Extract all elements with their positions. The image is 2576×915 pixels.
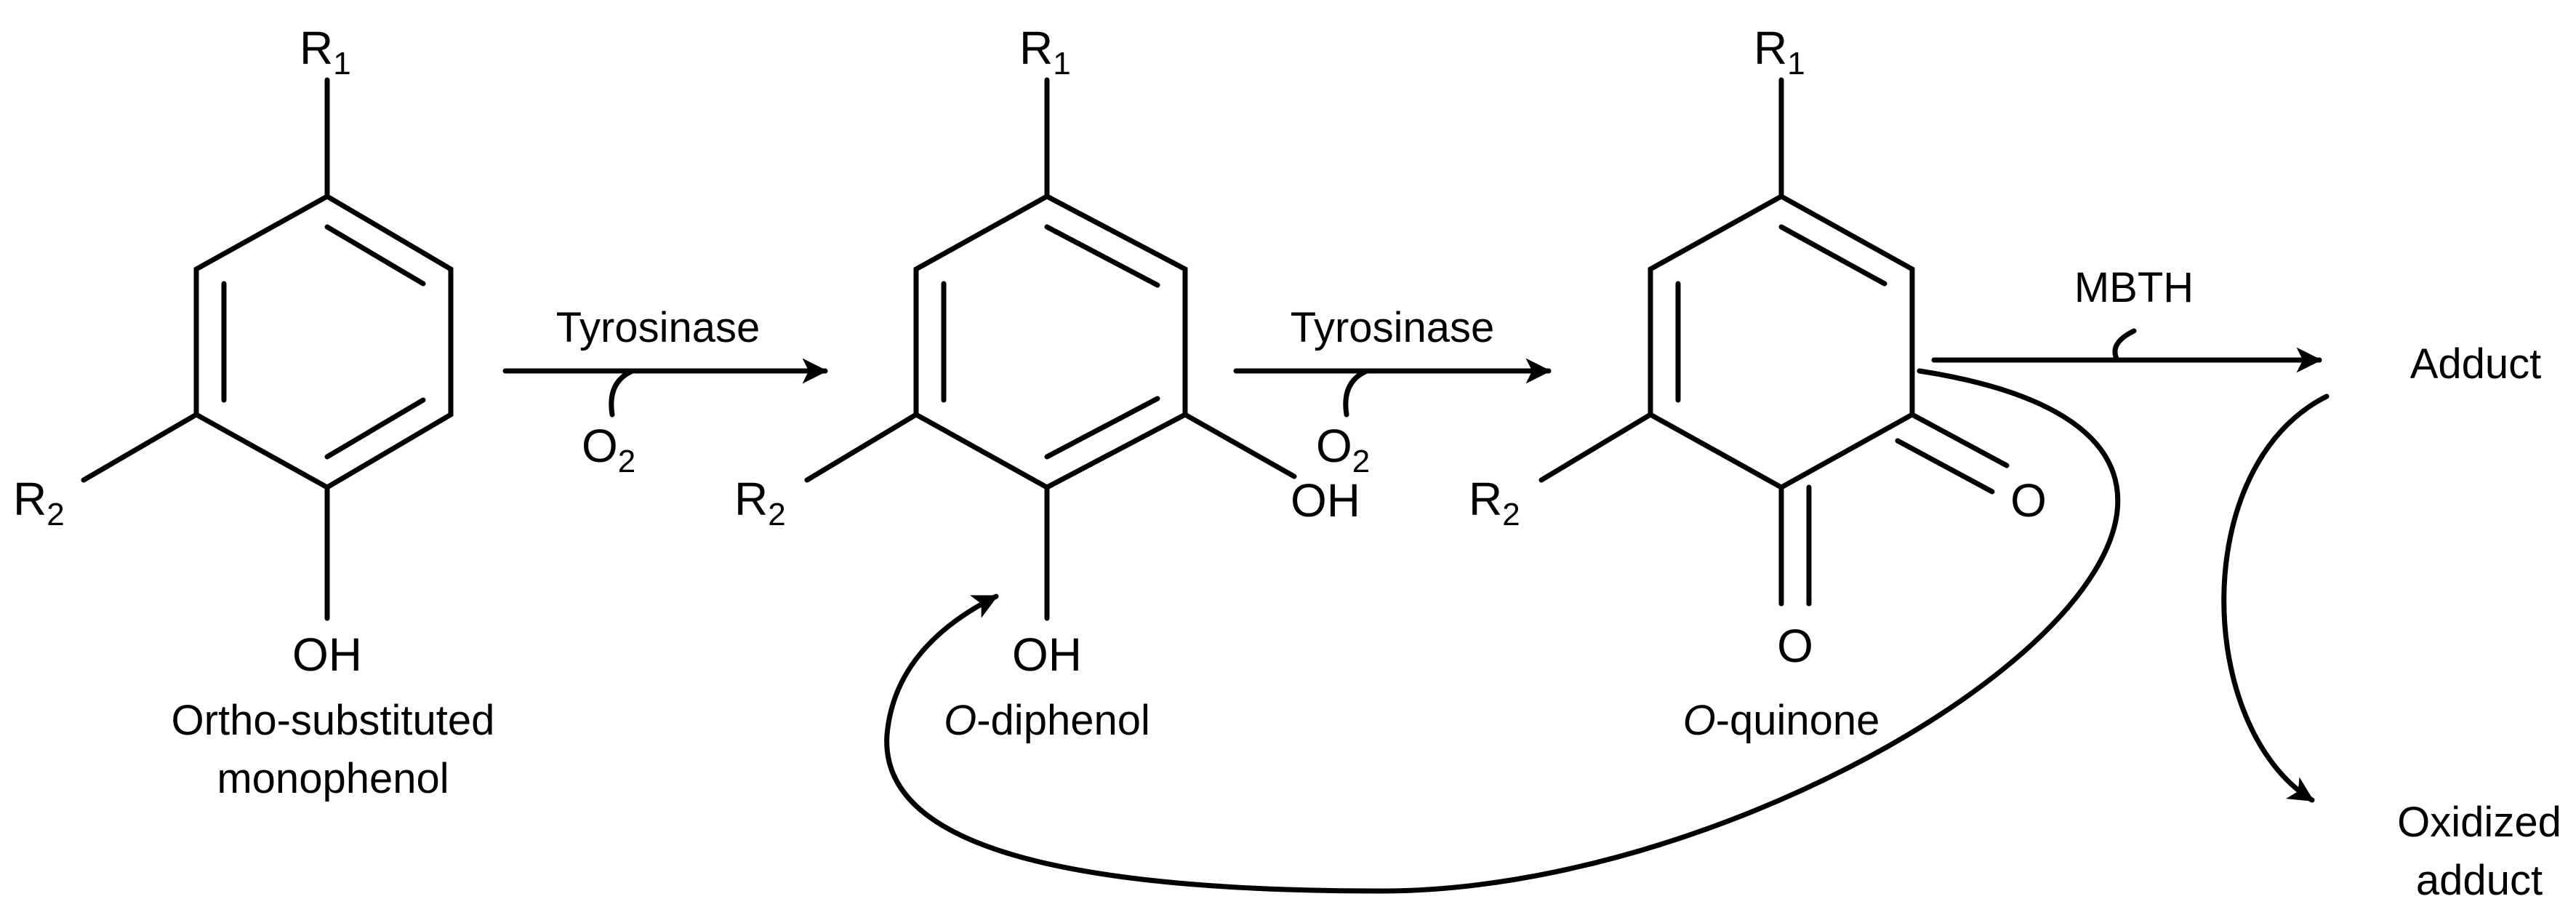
o2-label-2: O2 bbox=[1316, 420, 1370, 479]
monophenol-double-bond-1 bbox=[324, 224, 426, 287]
diphenol-structure: R1 R2 OH OH O-diphenol bbox=[734, 22, 1360, 744]
quinone-double-bond-1 bbox=[1778, 224, 1887, 287]
diphenol-r1-label: R1 bbox=[1019, 22, 1071, 81]
monophenol-r1-label: R1 bbox=[300, 22, 351, 81]
diphenol-ring bbox=[913, 193, 1188, 490]
diphenol-oh-label-2: OH bbox=[1012, 628, 1082, 681]
monophenol-oh-label: OH bbox=[292, 628, 362, 681]
o2-label-1: O2 bbox=[582, 420, 635, 479]
diphenol-double-bond-2 bbox=[1044, 396, 1160, 460]
diphenol-r2-label: R2 bbox=[734, 473, 786, 532]
tyrosinase-step-1: Tyrosinase O2 bbox=[502, 304, 828, 479]
tyrosinase-label-2: Tyrosinase bbox=[1291, 304, 1494, 351]
quinone-name: O-quinone bbox=[1683, 697, 1880, 744]
quinone-o-label-1: O bbox=[2010, 474, 2047, 527]
diphenol-name: O-diphenol bbox=[944, 697, 1150, 744]
diphenol-oh-label-1: OH bbox=[1291, 474, 1360, 527]
quinone-r1-label: R1 bbox=[1754, 22, 1805, 81]
diphenol-double-bond-1 bbox=[1044, 224, 1160, 288]
monophenol-r2-label: R2 bbox=[13, 473, 65, 532]
mbth-cofactor-curve bbox=[2112, 328, 2137, 363]
quinone-carbonyl-1b bbox=[1895, 438, 1995, 495]
monophenol-ring bbox=[193, 193, 454, 491]
diphenol-r2-bond bbox=[804, 412, 919, 483]
mbth-label: MBTH bbox=[2074, 264, 2194, 311]
o2-cofactor-curve-1 bbox=[609, 368, 635, 417]
oxidized-adduct-line1: Oxidized bbox=[2397, 799, 2561, 846]
adduct-oxidation-arrow bbox=[2221, 393, 2330, 803]
quinone-r2-label: R2 bbox=[1469, 473, 1520, 532]
tyrosinase-step-2: Tyrosinase O2 bbox=[1233, 304, 1552, 479]
quinone-o-label-2: O bbox=[1777, 620, 1813, 672]
monophenol-r2-bond bbox=[81, 412, 199, 483]
quinone-r2-bond bbox=[1538, 412, 1653, 483]
monophenol-name-line2: monophenol bbox=[217, 755, 449, 802]
oxidized-adduct-line2: adduct bbox=[2416, 857, 2543, 904]
quinone-carbonyl-1a bbox=[1909, 412, 2010, 468]
tyrosinase-label-1: Tyrosinase bbox=[556, 304, 760, 351]
monophenol-name-line1: Ortho-substituted bbox=[172, 697, 495, 744]
monophenol-structure: R1 R2 OH Ortho-substituted monophenol bbox=[13, 22, 494, 802]
quinone-structure: R1 R2 O O O-quinone bbox=[1469, 22, 2047, 744]
monophenol-double-bond-2 bbox=[324, 397, 426, 460]
o2-cofactor-curve-2 bbox=[1343, 368, 1370, 417]
diphenol-oh-bond-1 bbox=[1182, 412, 1297, 479]
mbth-step: MBTH Adduct Oxidized adduct bbox=[1931, 264, 2561, 904]
quinone-ring bbox=[1648, 193, 1915, 491]
recycling-loop-arrow bbox=[884, 368, 2121, 894]
adduct-label: Adduct bbox=[2410, 340, 2542, 388]
